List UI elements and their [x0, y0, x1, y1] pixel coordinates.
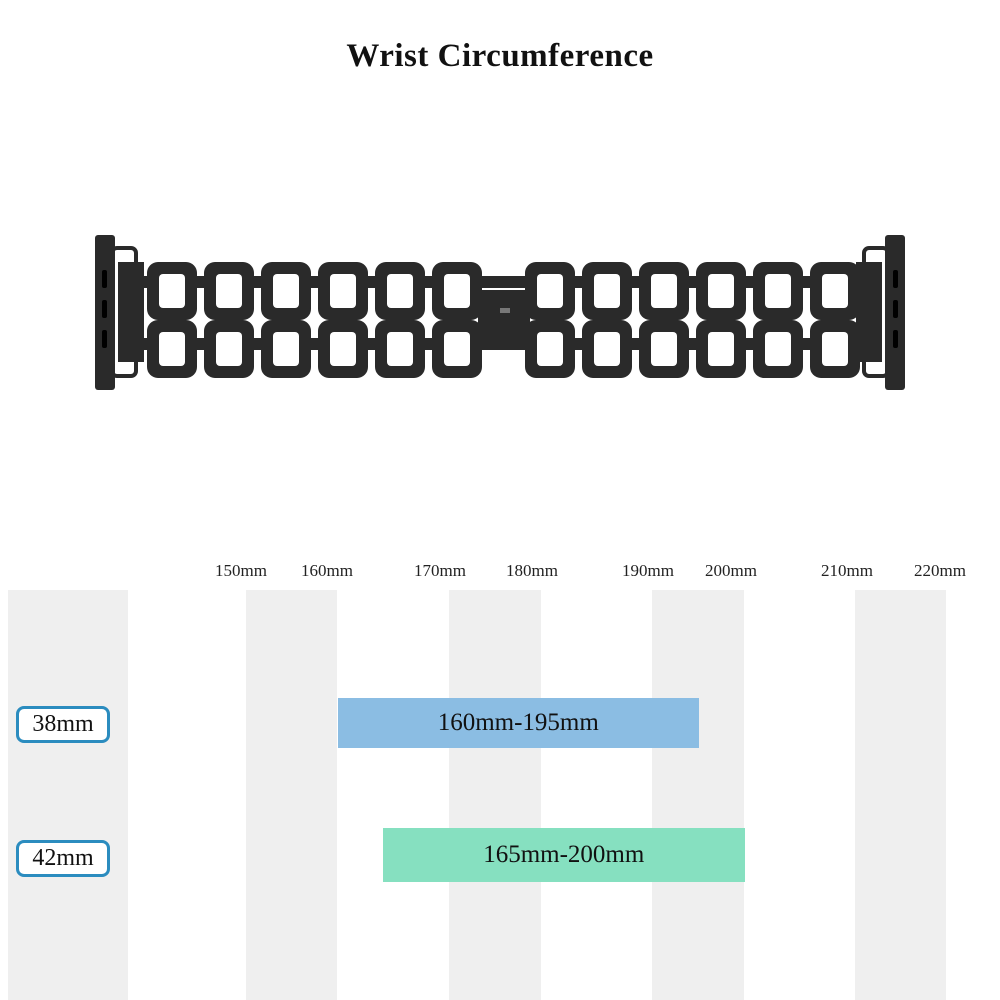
tick-label: 170mm [414, 561, 466, 580]
badge-label: 42mm [32, 845, 94, 871]
tick-label: 180mm [506, 561, 558, 580]
range-bar-label: 165mm-200mm [483, 841, 645, 868]
size-badge-42mm: 42mm [16, 840, 110, 877]
tick-label: 150mm [215, 561, 267, 580]
tick-label: 220mm [914, 561, 966, 580]
grid-column [652, 590, 744, 1000]
watch-band-image [95, 235, 905, 390]
chart-title: Wrist Circumference [346, 38, 654, 74]
size-badge-38mm: 38mm [16, 706, 110, 743]
tick-label: 200mm [705, 561, 757, 580]
range-bar-38mm: 160mm-195mm [338, 698, 699, 748]
badge-label: 38mm [32, 711, 94, 737]
tick-label: 210mm [821, 561, 873, 580]
grid-column [8, 590, 128, 1000]
range-bar-label: 160mm-195mm [437, 709, 599, 736]
range-bar-42mm: 165mm-200mm [382, 828, 745, 882]
grid-column [855, 590, 946, 1000]
tick-label: 160mm [301, 561, 353, 580]
grid-column [449, 590, 541, 1000]
grid-column [246, 590, 337, 1000]
tick-label: 190mm [622, 561, 674, 580]
